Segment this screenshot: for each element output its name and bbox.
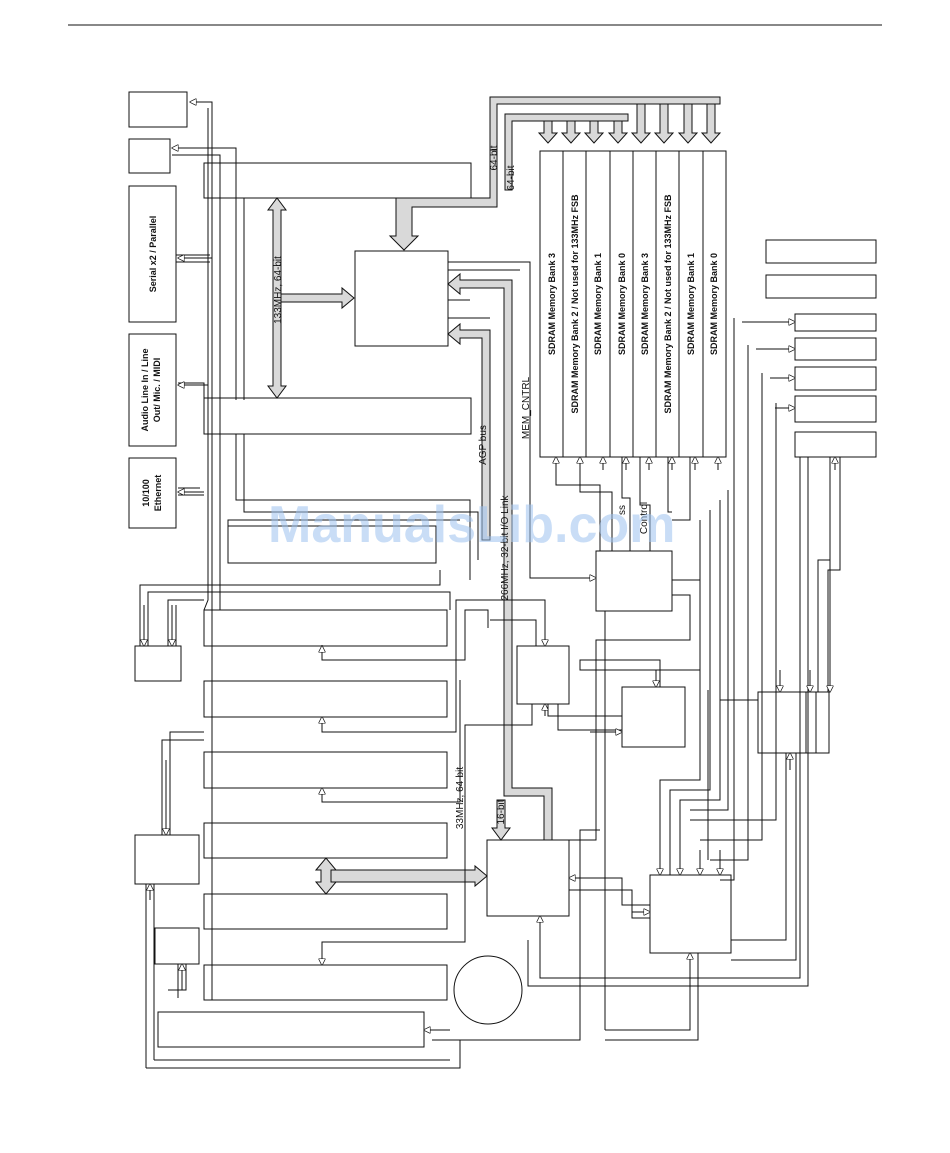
chip-right-mid (621, 686, 686, 748)
io-box-top-2 (128, 138, 171, 174)
serial-parallel-box (128, 185, 177, 323)
control-label: Control (639, 502, 650, 534)
south-bridge (486, 839, 570, 917)
right-box-3 (794, 313, 877, 332)
chip-center-small (516, 645, 570, 705)
right-box-5 (794, 366, 877, 391)
sdram-bank-label-2: SDRAM Memory Bank 2 / Not used for 133MH… (570, 194, 580, 414)
chip-far-right (757, 691, 830, 754)
pci-slot-2 (203, 680, 448, 718)
mem-cntrl-label: MEM_CNTRL (521, 376, 532, 439)
right-box-7 (794, 431, 877, 458)
north-bridge (354, 250, 449, 347)
sixteen-bit-label: 16-bit (496, 799, 507, 824)
cpu-block-top (203, 162, 472, 199)
audio-label-line1: Audio Line In / Line (140, 349, 150, 432)
chip-mem-ctrl (595, 550, 673, 612)
agp-bus-label: AGP bus (478, 425, 489, 465)
watermark: ManualsLib.com (268, 496, 675, 554)
small-box-left-2 (134, 834, 200, 885)
bottom-wide-block (157, 1011, 425, 1048)
right-box-2 (765, 274, 877, 299)
address-label: ss (617, 505, 628, 515)
small-box-left-3 (154, 927, 200, 965)
ethernet-label-line1: 10/100 (141, 479, 151, 507)
sdram-bank-label-1: SDRAM Memory Bank 3 (547, 253, 557, 355)
chip-right-low (649, 874, 732, 954)
ethernet-box (128, 457, 177, 529)
pci-bus-label: 33MHz, 64-bit (455, 767, 466, 829)
sdram-bank-label-3: SDRAM Memory Bank 1 (593, 253, 603, 355)
sdram-array (539, 150, 727, 458)
sdram-bank-label-4: SDRAM Memory Bank 0 (617, 253, 627, 355)
cpu-block-bottom (203, 397, 472, 435)
sdram-bus-label-a: 64-bit (489, 145, 500, 170)
pci-slot-5 (203, 893, 448, 930)
pci-slot-6 (203, 964, 448, 1001)
right-box-6 (794, 395, 877, 423)
pci-slot-3 (203, 751, 448, 789)
sdram-bank-label-6: SDRAM Memory Bank 2 / Not used for 133MH… (663, 194, 673, 414)
serial-parallel-label: Serial x2 / Parallel (148, 216, 158, 293)
small-box-left-1 (134, 645, 182, 682)
sdram-bank-label-8: SDRAM Memory Bank 0 (709, 253, 719, 355)
sdram-bus-label-b: 64-bit (506, 165, 517, 190)
ethernet-label-line2: Ethernet (153, 475, 163, 512)
thin-arrows (144, 102, 835, 1030)
sdram-bank-label-5: SDRAM Memory Bank 3 (640, 253, 650, 355)
sdram-bank-label-7: SDRAM Memory Bank 1 (686, 253, 696, 355)
audio-box (128, 333, 177, 447)
pci-slot-1 (203, 609, 448, 647)
io-link-label: 266MHz, 32-bit I/O Link (500, 494, 511, 600)
block-mid (227, 525, 437, 564)
io-box-top-1 (128, 91, 188, 128)
clock-circle (453, 955, 523, 1025)
right-box-4 (794, 337, 877, 361)
pci-slot-4 (203, 822, 448, 859)
audio-label-line2: Out/ Mic. / MIDI (152, 358, 162, 423)
fsb-bus-label: 133MHz, 64-bit (273, 256, 284, 324)
right-box-1 (765, 239, 877, 264)
wide-buses (267, 96, 722, 895)
